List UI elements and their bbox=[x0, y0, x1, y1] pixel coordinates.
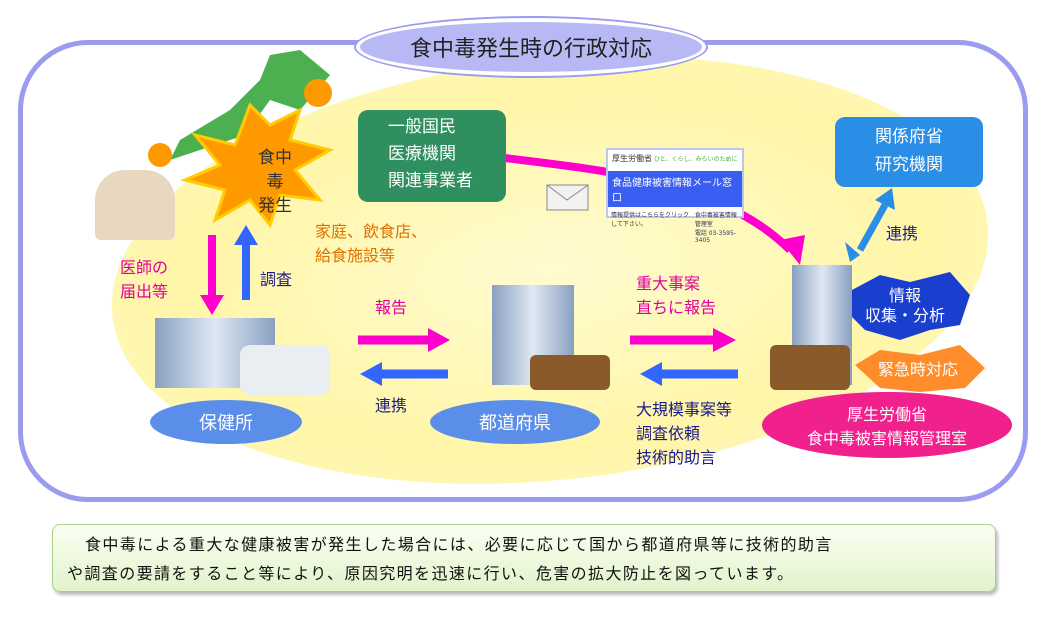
public-box: 一般国民医療機関関連事業者 bbox=[358, 110, 506, 202]
outbreak-label: 食中毒発生 bbox=[258, 148, 292, 216]
small-burst-icon bbox=[148, 143, 172, 167]
small-burst-icon bbox=[304, 79, 332, 107]
mhlw-node: 厚生労働省食中毒被害情報管理室 bbox=[762, 392, 1012, 458]
investigation-label: 調査 bbox=[260, 270, 293, 289]
health-center-node: 保健所 bbox=[150, 400, 302, 444]
outbreak-places: 家庭、飲食店、給食施設等 bbox=[315, 222, 428, 265]
doctor-report-label: 医師の届出等 bbox=[120, 258, 169, 301]
doctor-patient-illustration bbox=[95, 170, 175, 240]
cooperation-agencies-label: 連携 bbox=[886, 224, 919, 243]
emergency-burst-icon bbox=[855, 345, 985, 392]
page-title: 食中毒発生時の行政対応 bbox=[356, 18, 706, 76]
lab-staff-illustration bbox=[240, 345, 330, 395]
office-worker-icon bbox=[770, 345, 850, 390]
serious-case-label: 重大事案直ちに報告 bbox=[636, 274, 717, 317]
office-desk-icon bbox=[530, 355, 610, 390]
cooperation-label: 連携 bbox=[375, 396, 408, 415]
info-analysis-label: 情報収集・分析 bbox=[865, 286, 946, 325]
summary-text-box: 食中毒による重大な健康被害が発生した場合には、必要に応じて国から都道府県等に技術… bbox=[52, 524, 996, 592]
envelope-icon bbox=[546, 184, 589, 211]
prefecture-node: 都道府県 bbox=[430, 400, 600, 444]
agencies-box: 関係府省研究機関 bbox=[835, 117, 983, 187]
cooperation-agencies-arrow bbox=[856, 203, 889, 252]
emergency-label: 緊急時対応 bbox=[878, 360, 959, 379]
outbreak-burst-icon bbox=[180, 102, 334, 229]
mail-window-banner[interactable]: 厚生労働省 ひと、くらし、みらいのために 食品健康被害情報メール窓口 情報提供は… bbox=[606, 148, 744, 244]
large-case-label: 大規模事案等調査依頼技術的助言 bbox=[636, 400, 733, 467]
report-label: 報告 bbox=[375, 298, 408, 317]
info-burst-icon bbox=[845, 272, 970, 340]
